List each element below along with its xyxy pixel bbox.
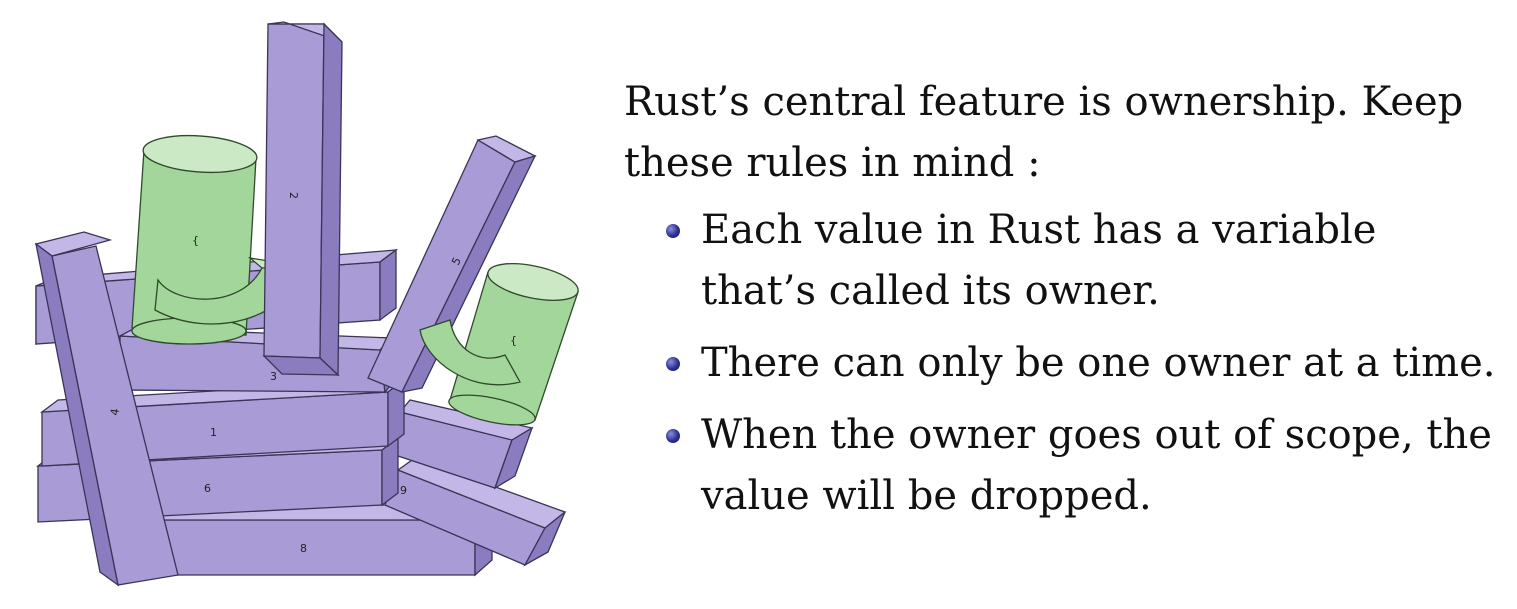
beam-number-3: 3 <box>270 370 277 383</box>
ownership-rules-list: Each value in Rust has a variable that’s… <box>624 200 1514 527</box>
rule-text: When the owner goes out of scope, the va… <box>701 412 1492 519</box>
beam-number-2: 2 <box>287 192 300 199</box>
beam-2: 2 <box>262 21 343 377</box>
beam-number-9: 9 <box>400 484 407 497</box>
rule-item: There can only be one owner at a time. <box>624 333 1501 394</box>
cylinder-mark-left: { <box>192 234 199 247</box>
bullet-icon <box>666 429 680 443</box>
beam-number-4: 4 <box>108 408 122 417</box>
beam-9: 9 <box>384 457 567 567</box>
rule-item: When the owner goes out of scope, the va… <box>624 405 1501 527</box>
beam-number-1: 1 <box>210 426 217 439</box>
beam-right-lower <box>394 399 534 490</box>
beam-number-8: 8 <box>300 542 307 555</box>
ownership-illustration: .bf { fill: #a99bd6; stroke: #3a3456; st… <box>0 0 600 605</box>
cylinder-mark-right: { <box>510 334 517 347</box>
ownership-text-panel: Rust’s central feature is ownership. Kee… <box>624 72 1514 538</box>
bullet-icon <box>666 224 680 238</box>
bullet-icon <box>666 357 680 371</box>
cylinder-right: { <box>419 263 579 426</box>
beam-4: 4 <box>34 231 179 587</box>
cylinder-left: { <box>131 134 301 345</box>
intro-paragraph: Rust’s central feature is ownership. Kee… <box>624 79 1464 186</box>
beam-number-6: 6 <box>204 482 211 495</box>
stacked-beams-drawing: .bf { fill: #a99bd6; stroke: #3a3456; st… <box>34 21 579 587</box>
rule-text: There can only be one owner at a time. <box>701 340 1496 386</box>
rule-item: Each value in Rust has a variable that’s… <box>624 200 1501 322</box>
rule-text: Each value in Rust has a variable that’s… <box>701 207 1377 314</box>
